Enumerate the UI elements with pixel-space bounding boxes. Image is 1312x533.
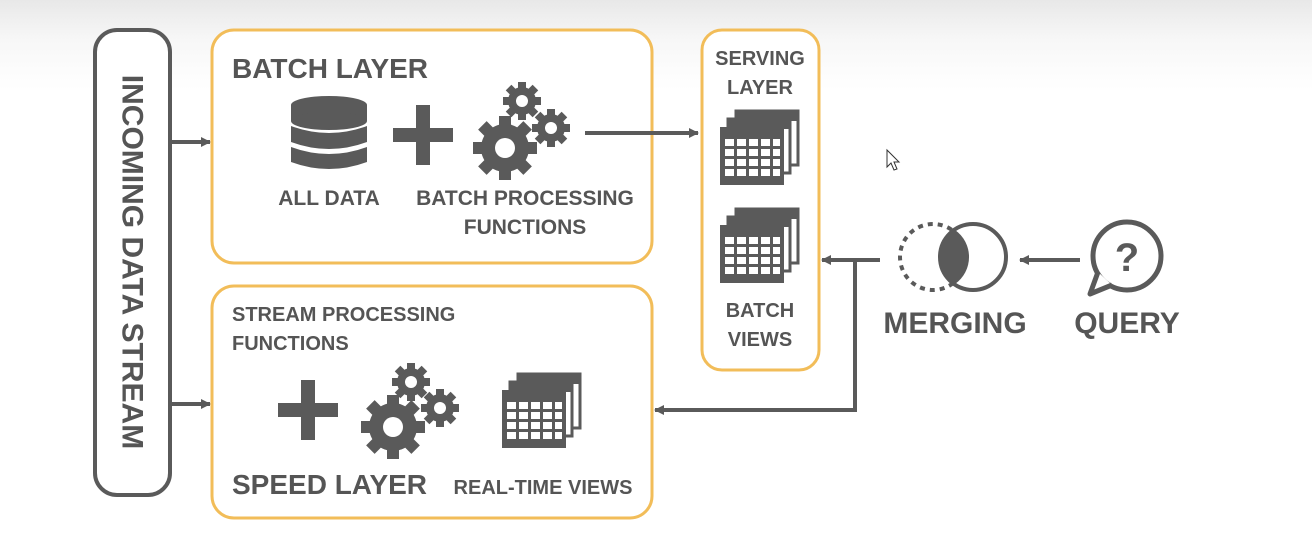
batch-layer-title: BATCH LAYER	[232, 53, 428, 84]
speed-layer-title: SPEED LAYER	[232, 469, 427, 500]
merging-label: MERGING	[883, 307, 1026, 340]
cursor-icon	[886, 148, 901, 171]
incoming-data-stream-label: INCOMING DATA STREAM	[116, 75, 149, 449]
plus-icon	[278, 380, 338, 440]
question-bubble-icon: ?	[1087, 219, 1164, 297]
batch-functions-label-line2: FUNCTIONS	[464, 216, 587, 239]
batch-layer-box: BATCH LAYER ALL DATA BATCH PROCESSING FU…	[210, 28, 654, 265]
query-label: QUERY	[1074, 307, 1180, 340]
merge-icon	[898, 222, 1008, 292]
serving-layer-title-line2: LAYER	[727, 77, 794, 99]
svg-text:?: ?	[1115, 236, 1139, 280]
table-icon	[718, 207, 800, 285]
serving-layer-box: SERVING LAYER BATCH VIEWS	[700, 28, 821, 372]
batch-functions-label-line1: BATCH PROCESSING	[416, 187, 634, 210]
all-data-label: ALL DATA	[278, 187, 379, 210]
serving-layer-title-line1: SERVING	[715, 48, 805, 70]
stream-functions-label-line1: STREAM PROCESSING	[232, 304, 455, 326]
speed-layer-box: STREAM PROCESSING FUNCTIONS SPEED LAYER …	[210, 284, 654, 520]
database-icon	[291, 96, 367, 169]
stream-functions-label-line2: FUNCTIONS	[232, 333, 349, 355]
realtime-views-label: REAL-TIME VIEWS	[454, 477, 633, 499]
table-icon	[718, 109, 800, 187]
table-icon	[500, 372, 582, 450]
incoming-data-stream: INCOMING DATA STREAM	[93, 28, 172, 497]
plus-icon	[393, 105, 453, 165]
merging-connector	[654, 255, 880, 415]
batch-views-label-line2: VIEWS	[728, 329, 792, 351]
batch-views-label-line1: BATCH	[726, 300, 795, 322]
